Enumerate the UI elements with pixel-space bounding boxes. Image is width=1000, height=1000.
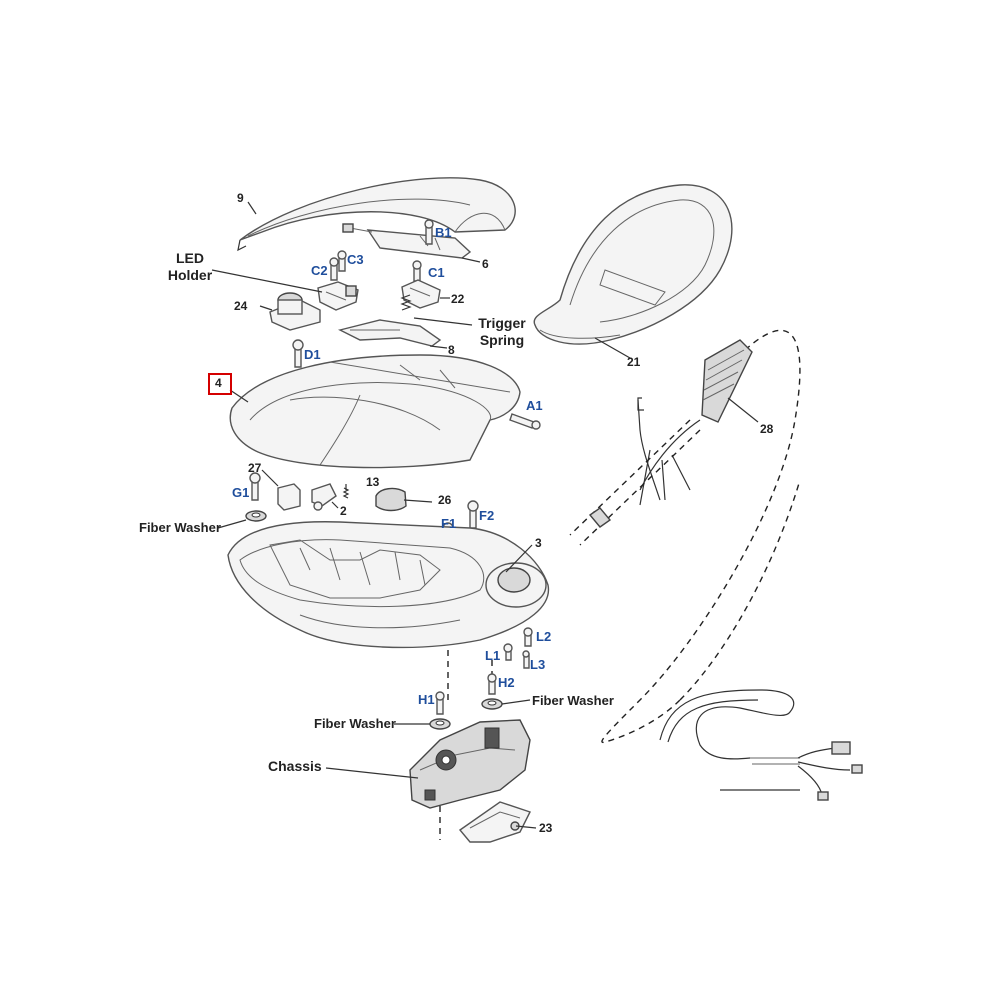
label-13: 13 [366,475,380,489]
cord-detail [659,689,863,801]
screw-a1 [509,413,541,430]
screw-l2 [523,627,533,647]
led-holder-text: LED Holder [167,250,213,283]
label-fiber-washer-right: Fiber Washer [532,693,614,708]
screw-h1 [435,691,445,715]
label-4: 4 [215,376,222,390]
label-a1: A1 [526,398,543,413]
label-26: 26 [438,493,452,507]
label-9: 9 [237,191,244,205]
trigger-spring-part [400,294,412,311]
led-holder-part [317,281,359,311]
label-24: 24 [234,299,248,313]
part-4-upper-housing [229,354,521,469]
chassis-part [409,719,531,809]
label-27: 27 [248,461,262,475]
part-9-top-cover [237,177,516,252]
label-23: 23 [539,821,553,835]
screw-c1 [412,260,422,282]
lower-housing [227,521,550,649]
label-led-holder: LED Holder [160,250,220,284]
screw-c3 [337,250,347,272]
screw-g1 [249,472,261,501]
fiber-washer-right [481,698,503,710]
label-8: 8 [448,343,455,357]
part-27 [277,483,301,511]
trigger-spring-text: Trigger Spring [478,315,526,348]
label-h1: H1 [418,692,435,707]
part-8-trigger [337,319,442,347]
part-13 [342,487,350,499]
label-h2: H2 [498,675,515,690]
label-trigger-spring: Trigger Spring [470,315,534,349]
label-l2: L2 [536,629,552,644]
part-24-knob [269,292,321,331]
screw-h2 [487,673,497,695]
fiber-washer-upper [245,510,267,522]
label-f2: F2 [479,508,495,523]
part-2 [311,483,337,511]
label-f1: F1 [441,516,457,531]
fiber-washer-left [429,718,451,730]
label-fiber-washer-upper: Fiber Washer [139,520,221,535]
part-26 [375,487,407,512]
screw-d1 [292,339,304,368]
screw-l1 [503,643,513,661]
screw-b1 [424,219,434,245]
part-22-trigger-housing [401,279,441,309]
label-l3: L3 [530,657,546,672]
label-28: 28 [760,422,774,436]
screw-c2 [329,257,339,281]
part-28-power-cord [569,329,801,744]
part-6-circuit-board [342,223,472,259]
label-l1: L1 [485,648,501,663]
part-23-base [458,801,531,843]
label-c1: C1 [428,265,445,280]
label-b1: B1 [435,225,452,240]
label-6: 6 [482,257,489,271]
screw-f2 [467,500,479,529]
label-g1: G1 [232,485,250,500]
label-2: 2 [340,504,347,518]
highlight-box-part-4 [208,373,232,395]
label-c2: C2 [311,263,328,278]
part-21-handle-shell [533,184,733,345]
label-fiber-washer-left: Fiber Washer [314,716,396,731]
label-chassis: Chassis [268,758,322,774]
label-22: 22 [451,292,465,306]
label-3: 3 [535,536,542,550]
label-c3: C3 [347,252,364,267]
label-21: 21 [627,355,641,369]
label-d1: D1 [304,347,321,362]
screw-l3 [522,650,530,669]
